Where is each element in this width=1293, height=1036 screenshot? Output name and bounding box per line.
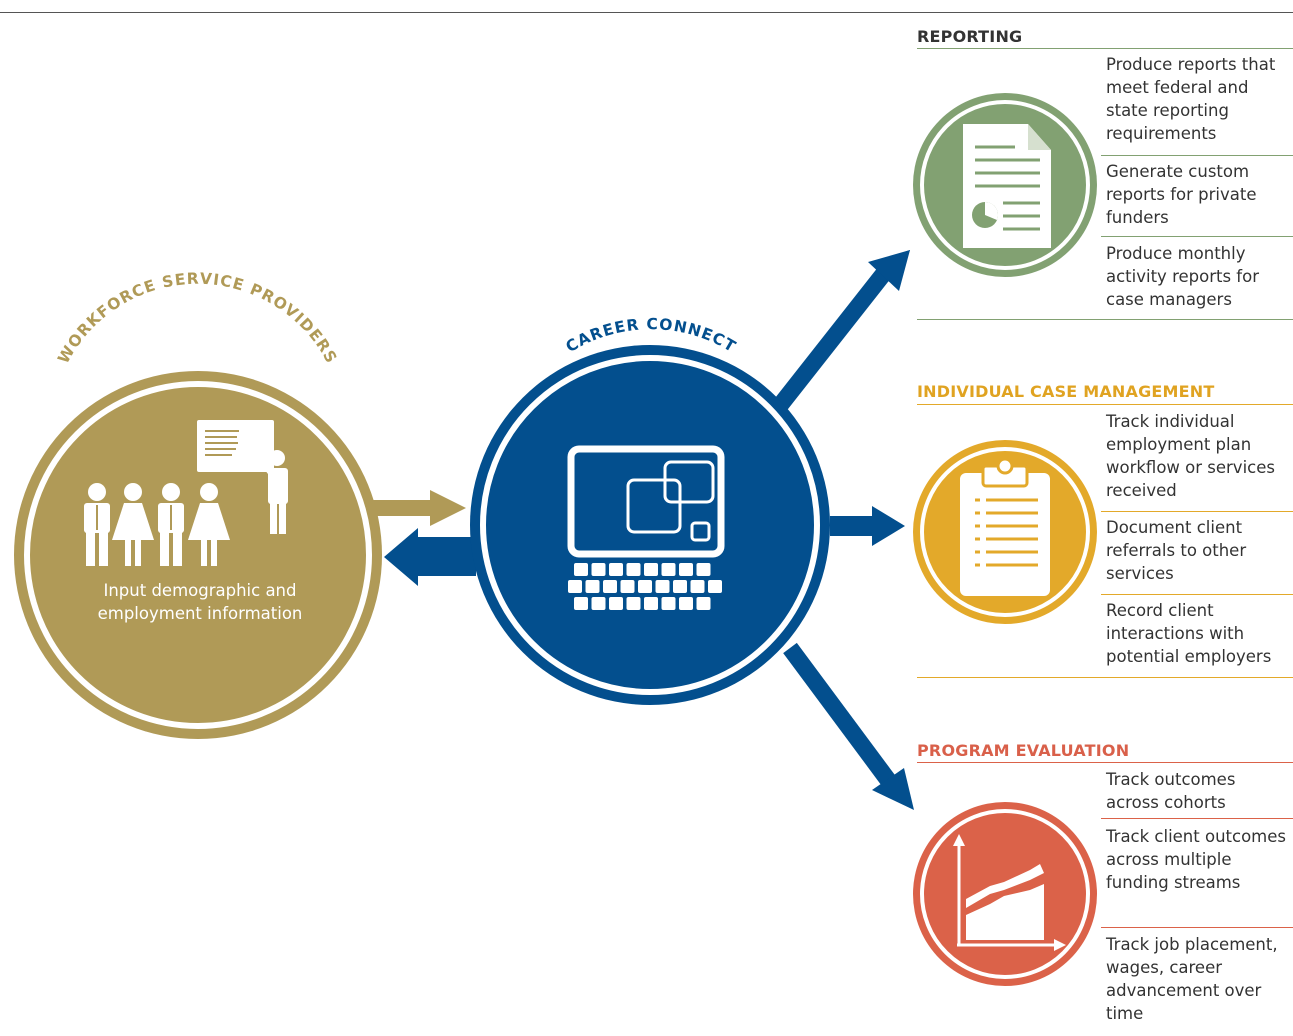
report-document-icon: [963, 124, 1051, 248]
keyboard-key: [574, 597, 588, 610]
keyboard-key: [620, 580, 635, 593]
arrow-center-to-reporting: [771, 250, 910, 414]
keyboard-key: [591, 597, 606, 610]
keyboard-key: [679, 597, 693, 610]
program-evaluation-item-1: Track outcomes across cohorts: [1106, 770, 1236, 812]
keyboard-key: [591, 563, 606, 576]
keyboard-key: [661, 563, 676, 576]
reporting-item-3: Produce monthly activity reports for cas…: [1106, 244, 1259, 309]
case-management-item-rule: [1101, 594, 1293, 595]
keyboard-key: [638, 580, 652, 593]
career-connect-circle: CAREER CONNECT: [470, 315, 830, 705]
top-rule: [0, 12, 1293, 13]
keyboard-key: [690, 580, 705, 593]
reporting-title-rule: [917, 48, 1293, 49]
people-presentation-icon: [84, 420, 288, 566]
keyboard-key: [574, 563, 588, 576]
keyboard-key: [644, 563, 658, 576]
program-evaluation-item-3: Track job placement, wages, career advan…: [1106, 935, 1278, 1023]
keyboard-key: [696, 563, 711, 576]
case-management-item-rule: [1101, 511, 1293, 512]
workforce-circle: WORKFORCE SERVICE PROVIDERS: [14, 270, 382, 739]
growth-chart-icon: [953, 834, 1066, 951]
reporting-item-rule: [1101, 236, 1293, 237]
clipboard-icon: [960, 457, 1050, 596]
reporting-title: REPORTING: [917, 27, 1023, 46]
program-evaluation-title: PROGRAM EVALUATION: [917, 741, 1130, 760]
program-evaluation-item-rule: [1101, 818, 1293, 819]
computer-terminal-icon: [567, 445, 725, 610]
case-management-title-rule: [917, 404, 1293, 405]
reporting-item-rule: [1101, 155, 1293, 156]
program-evaluation-circle: [913, 802, 1097, 986]
reporting-item-2: Generate custom reports for private fund…: [1106, 162, 1257, 227]
keyboard-key: [609, 597, 623, 610]
program-evaluation-item-2: Track client outcomes across multiple fu…: [1106, 827, 1286, 892]
keyboard-key: [661, 597, 676, 610]
workforce-arc-label: WORKFORCE SERVICE PROVIDERS: [54, 270, 340, 367]
case-management-item-2: Document client referrals to other servi…: [1106, 518, 1247, 583]
keyboard-key: [585, 580, 600, 593]
keyboard-key: [673, 580, 687, 593]
keyboard-key: [568, 580, 582, 593]
keyboard-key: [644, 597, 658, 610]
case-management-circle: [913, 440, 1097, 624]
program-evaluation-item-rule: [1101, 927, 1293, 928]
arrow-left-to-center: [368, 490, 466, 526]
arrow-center-to-case-management: [830, 506, 905, 546]
workforce-caption: Input demographic and employment informa…: [97, 581, 303, 623]
program-evaluation-title-rule: [917, 762, 1293, 763]
keyboard-key: [626, 563, 641, 576]
case-management-item-3: Record client interactions with potentia…: [1106, 601, 1272, 666]
arrow-center-to-left: [384, 528, 476, 586]
keyboard-key: [679, 563, 693, 576]
keyboard-key: [655, 580, 670, 593]
reporting-item-1: Produce reports that meet federal and st…: [1106, 55, 1276, 143]
keyboard-key: [603, 580, 617, 593]
case-management-bottom-rule: [917, 677, 1293, 678]
case-management-title: INDIVIDUAL CASE MANAGEMENT: [917, 382, 1215, 401]
keyboard-key: [609, 563, 623, 576]
arrow-center-to-evaluation: [783, 642, 914, 810]
case-management-item-1: Track individual employment plan workflo…: [1106, 412, 1275, 500]
keyboard-key: [708, 580, 722, 593]
keyboard-key: [626, 597, 641, 610]
reporting-circle: [913, 93, 1097, 277]
keyboard-key: [696, 597, 711, 610]
reporting-bottom-rule: [917, 319, 1293, 320]
